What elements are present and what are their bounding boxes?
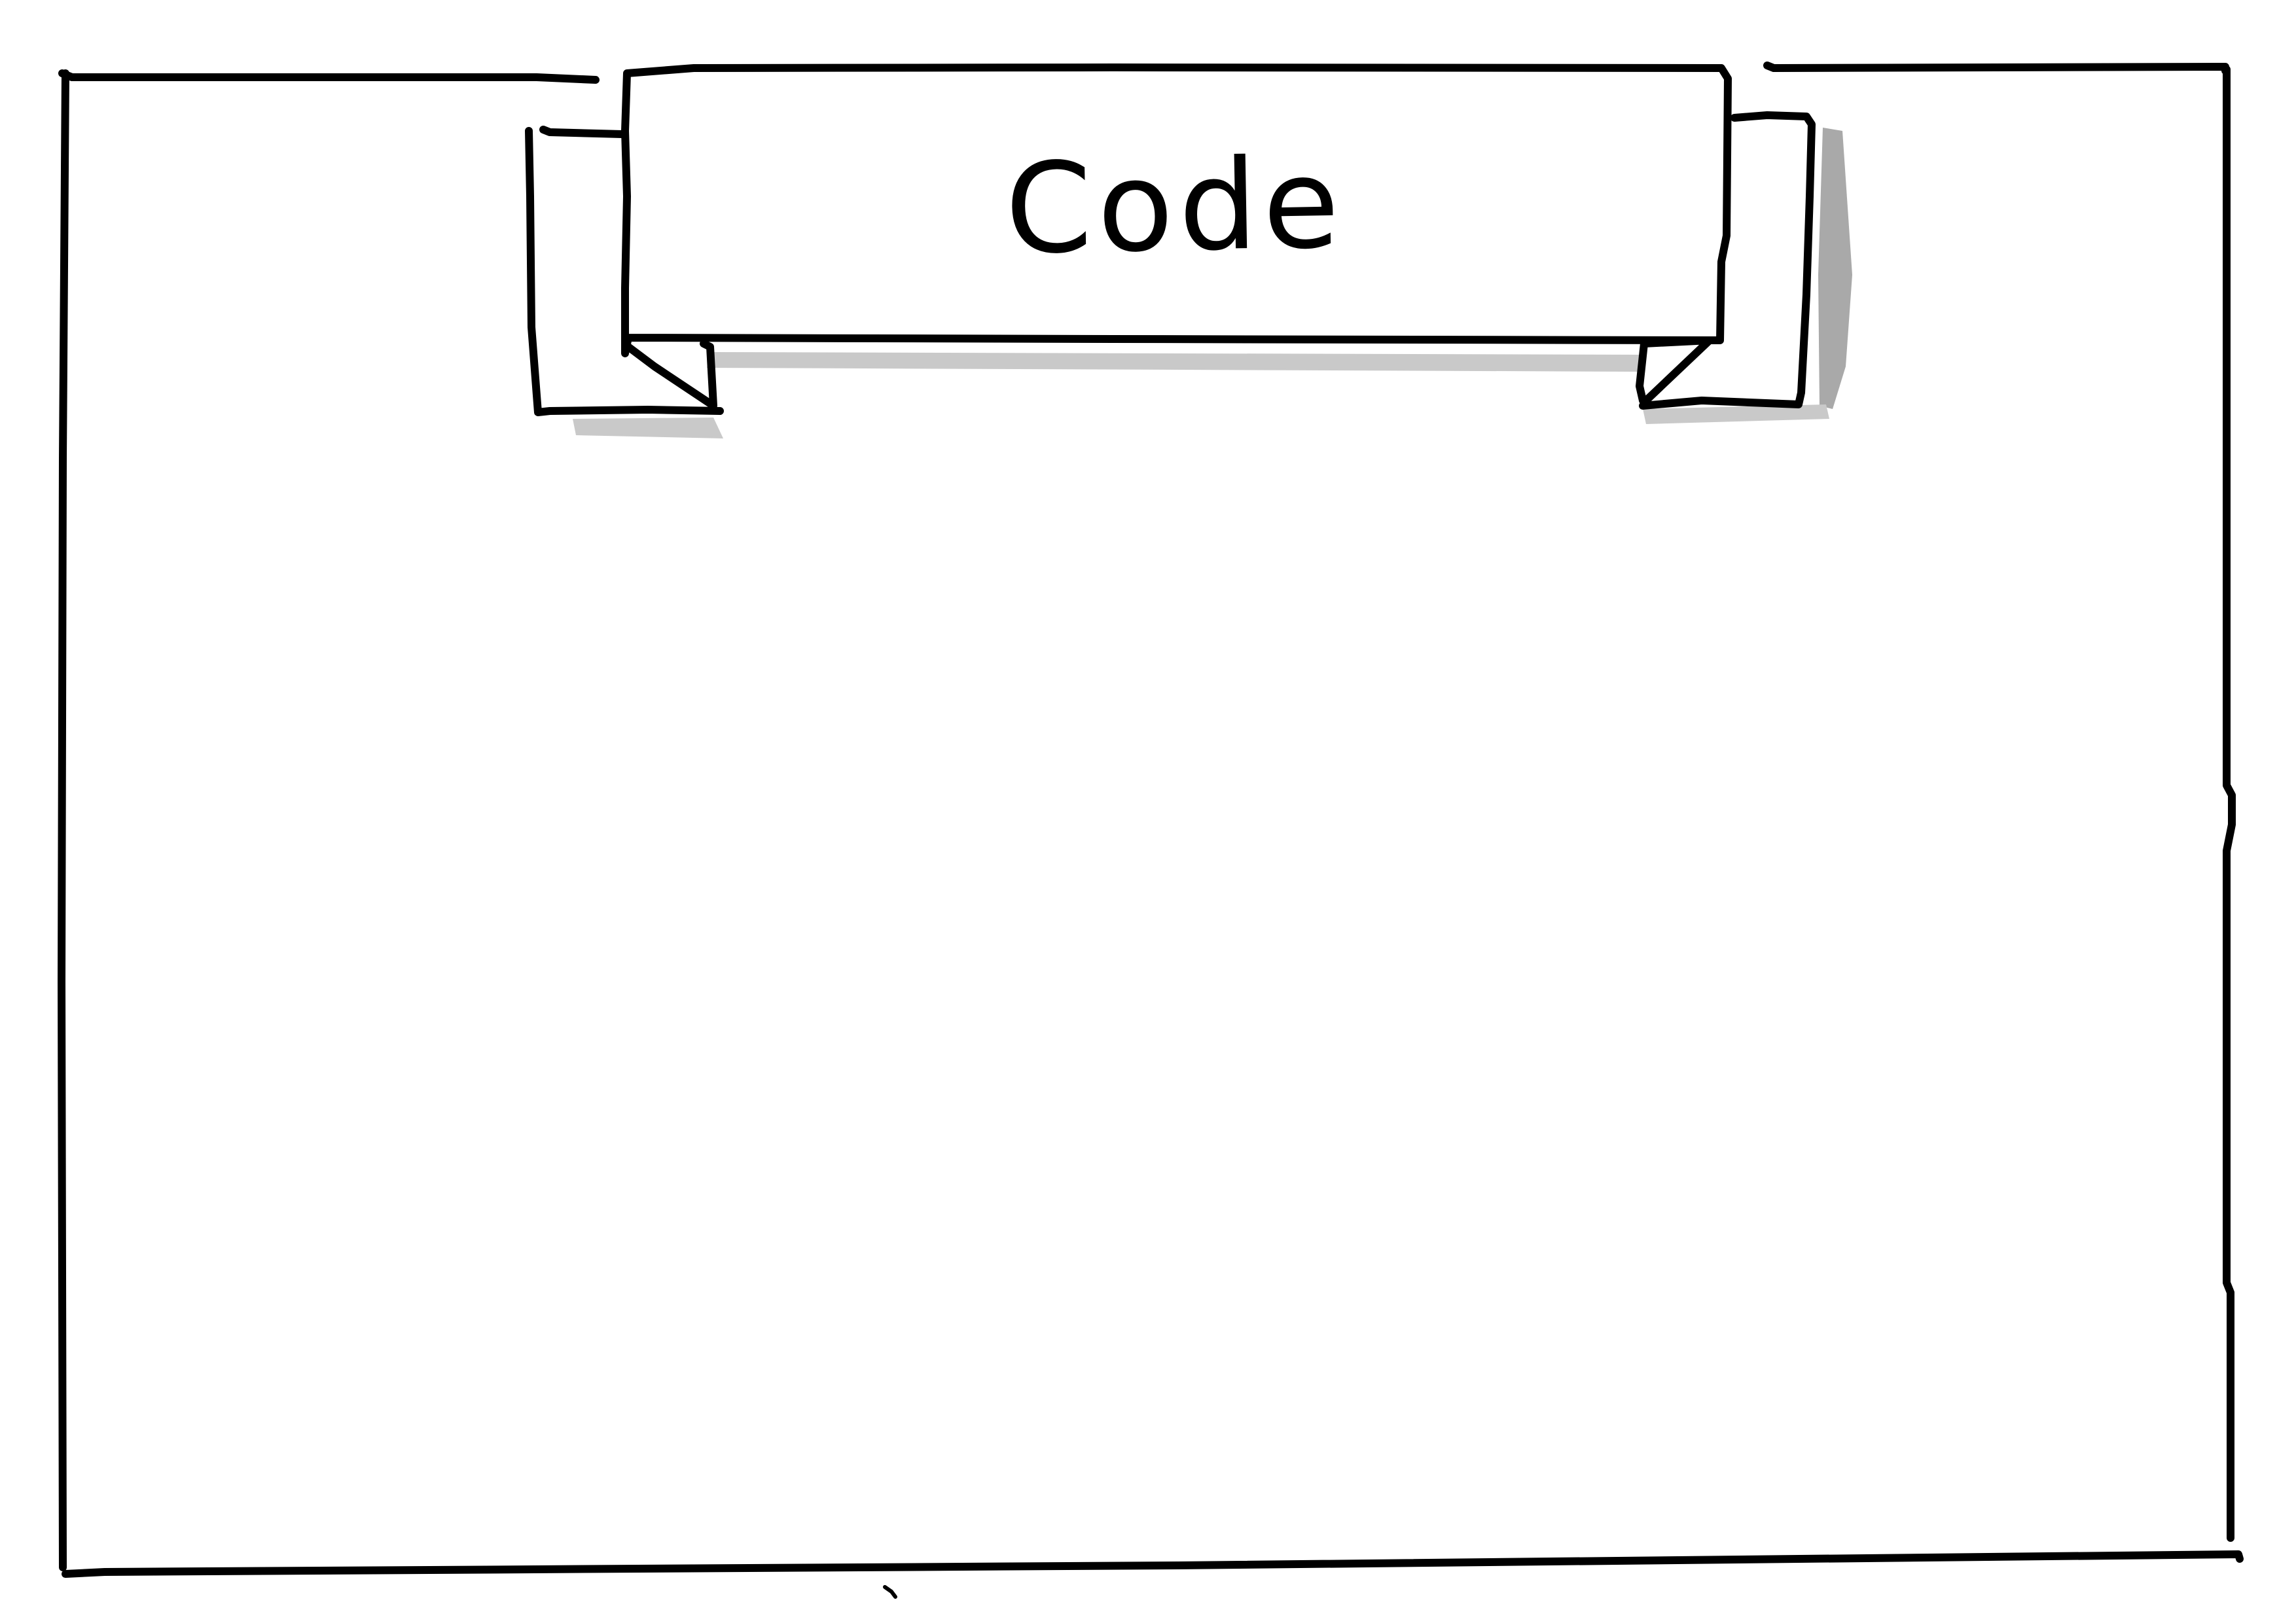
left-fold-shadow [573,418,723,438]
frame-bottom-edge [62,1550,2244,1578]
frame-left-edge [58,69,69,1571]
right-tab-outline [1639,111,1816,410]
right-fold [1636,336,1713,404]
stray-mark [883,1585,897,1599]
ribbon-banner [525,63,1816,416]
banner-bottom-shadow [707,352,1643,372]
left-fold [624,340,717,410]
outer-frame [58,62,2244,1578]
right-fold-shadow [1643,404,1829,424]
banner-shadow [573,128,1852,438]
frame-top-right-edge [1763,62,2229,75]
frame-top-left-edge [58,69,600,84]
banner-label: Code [1003,130,1346,282]
frame-right-edge [2223,65,2236,1542]
banner-front-outline [621,63,1732,357]
left-tab-outline [525,126,724,416]
right-tab-shadow [1818,128,1852,409]
